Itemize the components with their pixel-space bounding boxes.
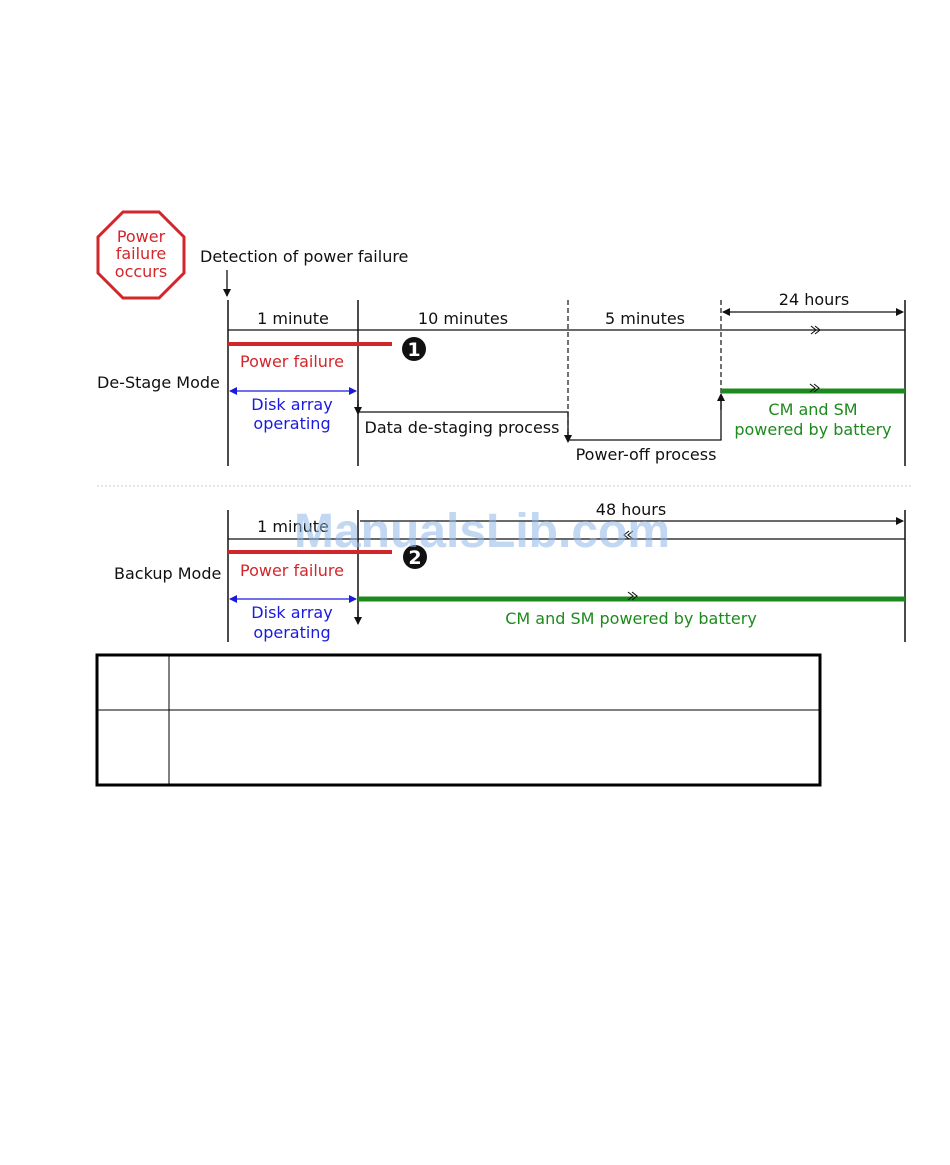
destage-duration-1min: 1 minute <box>257 309 329 328</box>
badge-line-3: occurs <box>115 262 167 281</box>
legend-table <box>95 653 822 787</box>
stop-octagon-icon <box>96 210 186 300</box>
marker-2-label: 2 <box>408 547 421 569</box>
destage-poweroff-label: Power-off process <box>576 445 717 464</box>
backup-section: Backup Mode 48 hours 1 minute 2 Power fa… <box>114 500 906 642</box>
detection-label: Detection of power failure <box>200 247 408 266</box>
backup-mode-label: Backup Mode <box>114 564 221 583</box>
destage-battery-break-icon <box>809 383 820 393</box>
backup-duration-48h: 48 hours <box>596 500 666 519</box>
marker-1-icon: 1 <box>402 337 426 361</box>
marker-1-label: 1 <box>407 339 420 361</box>
destage-duration-5min: 5 minutes <box>605 309 685 328</box>
backup-break-icon <box>623 530 634 540</box>
destage-battery-line-1: CM and SM <box>768 400 857 419</box>
power-failure-badge: Power failure occurs <box>96 210 186 300</box>
destage-section: De-Stage Mode 24 hours 1 minute 10 minut… <box>97 290 906 466</box>
destage-duration-10min: 10 minutes <box>418 309 508 328</box>
legend-table-border <box>95 653 822 787</box>
destage-duration-24h: 24 hours <box>779 290 849 309</box>
watermark: ManualsLib.com <box>294 505 670 558</box>
backup-battery-break-icon <box>627 591 638 601</box>
backup-power-failure-label: Power failure <box>240 561 344 580</box>
destage-disk-array-line-1: Disk array <box>251 395 332 414</box>
destage-break-icon <box>810 325 821 335</box>
marker-2-icon: 2 <box>403 545 427 569</box>
destage-power-failure-label: Power failure <box>240 352 344 371</box>
badge-line-1: Power <box>117 227 166 246</box>
destage-battery-line-2: powered by battery <box>734 420 891 439</box>
backup-battery-label: CM and SM powered by battery <box>505 609 757 628</box>
destage-disk-array-line-2: operating <box>253 414 330 433</box>
backup-disk-array-line-1: Disk array <box>251 603 332 622</box>
backup-disk-array-line-2: operating <box>253 623 330 642</box>
badge-line-2: failure <box>116 244 167 263</box>
destage-destaging-label: Data de-staging process <box>365 418 560 437</box>
destage-mode-label: De-Stage Mode <box>97 373 220 392</box>
backup-duration-1min: 1 minute <box>257 517 329 536</box>
